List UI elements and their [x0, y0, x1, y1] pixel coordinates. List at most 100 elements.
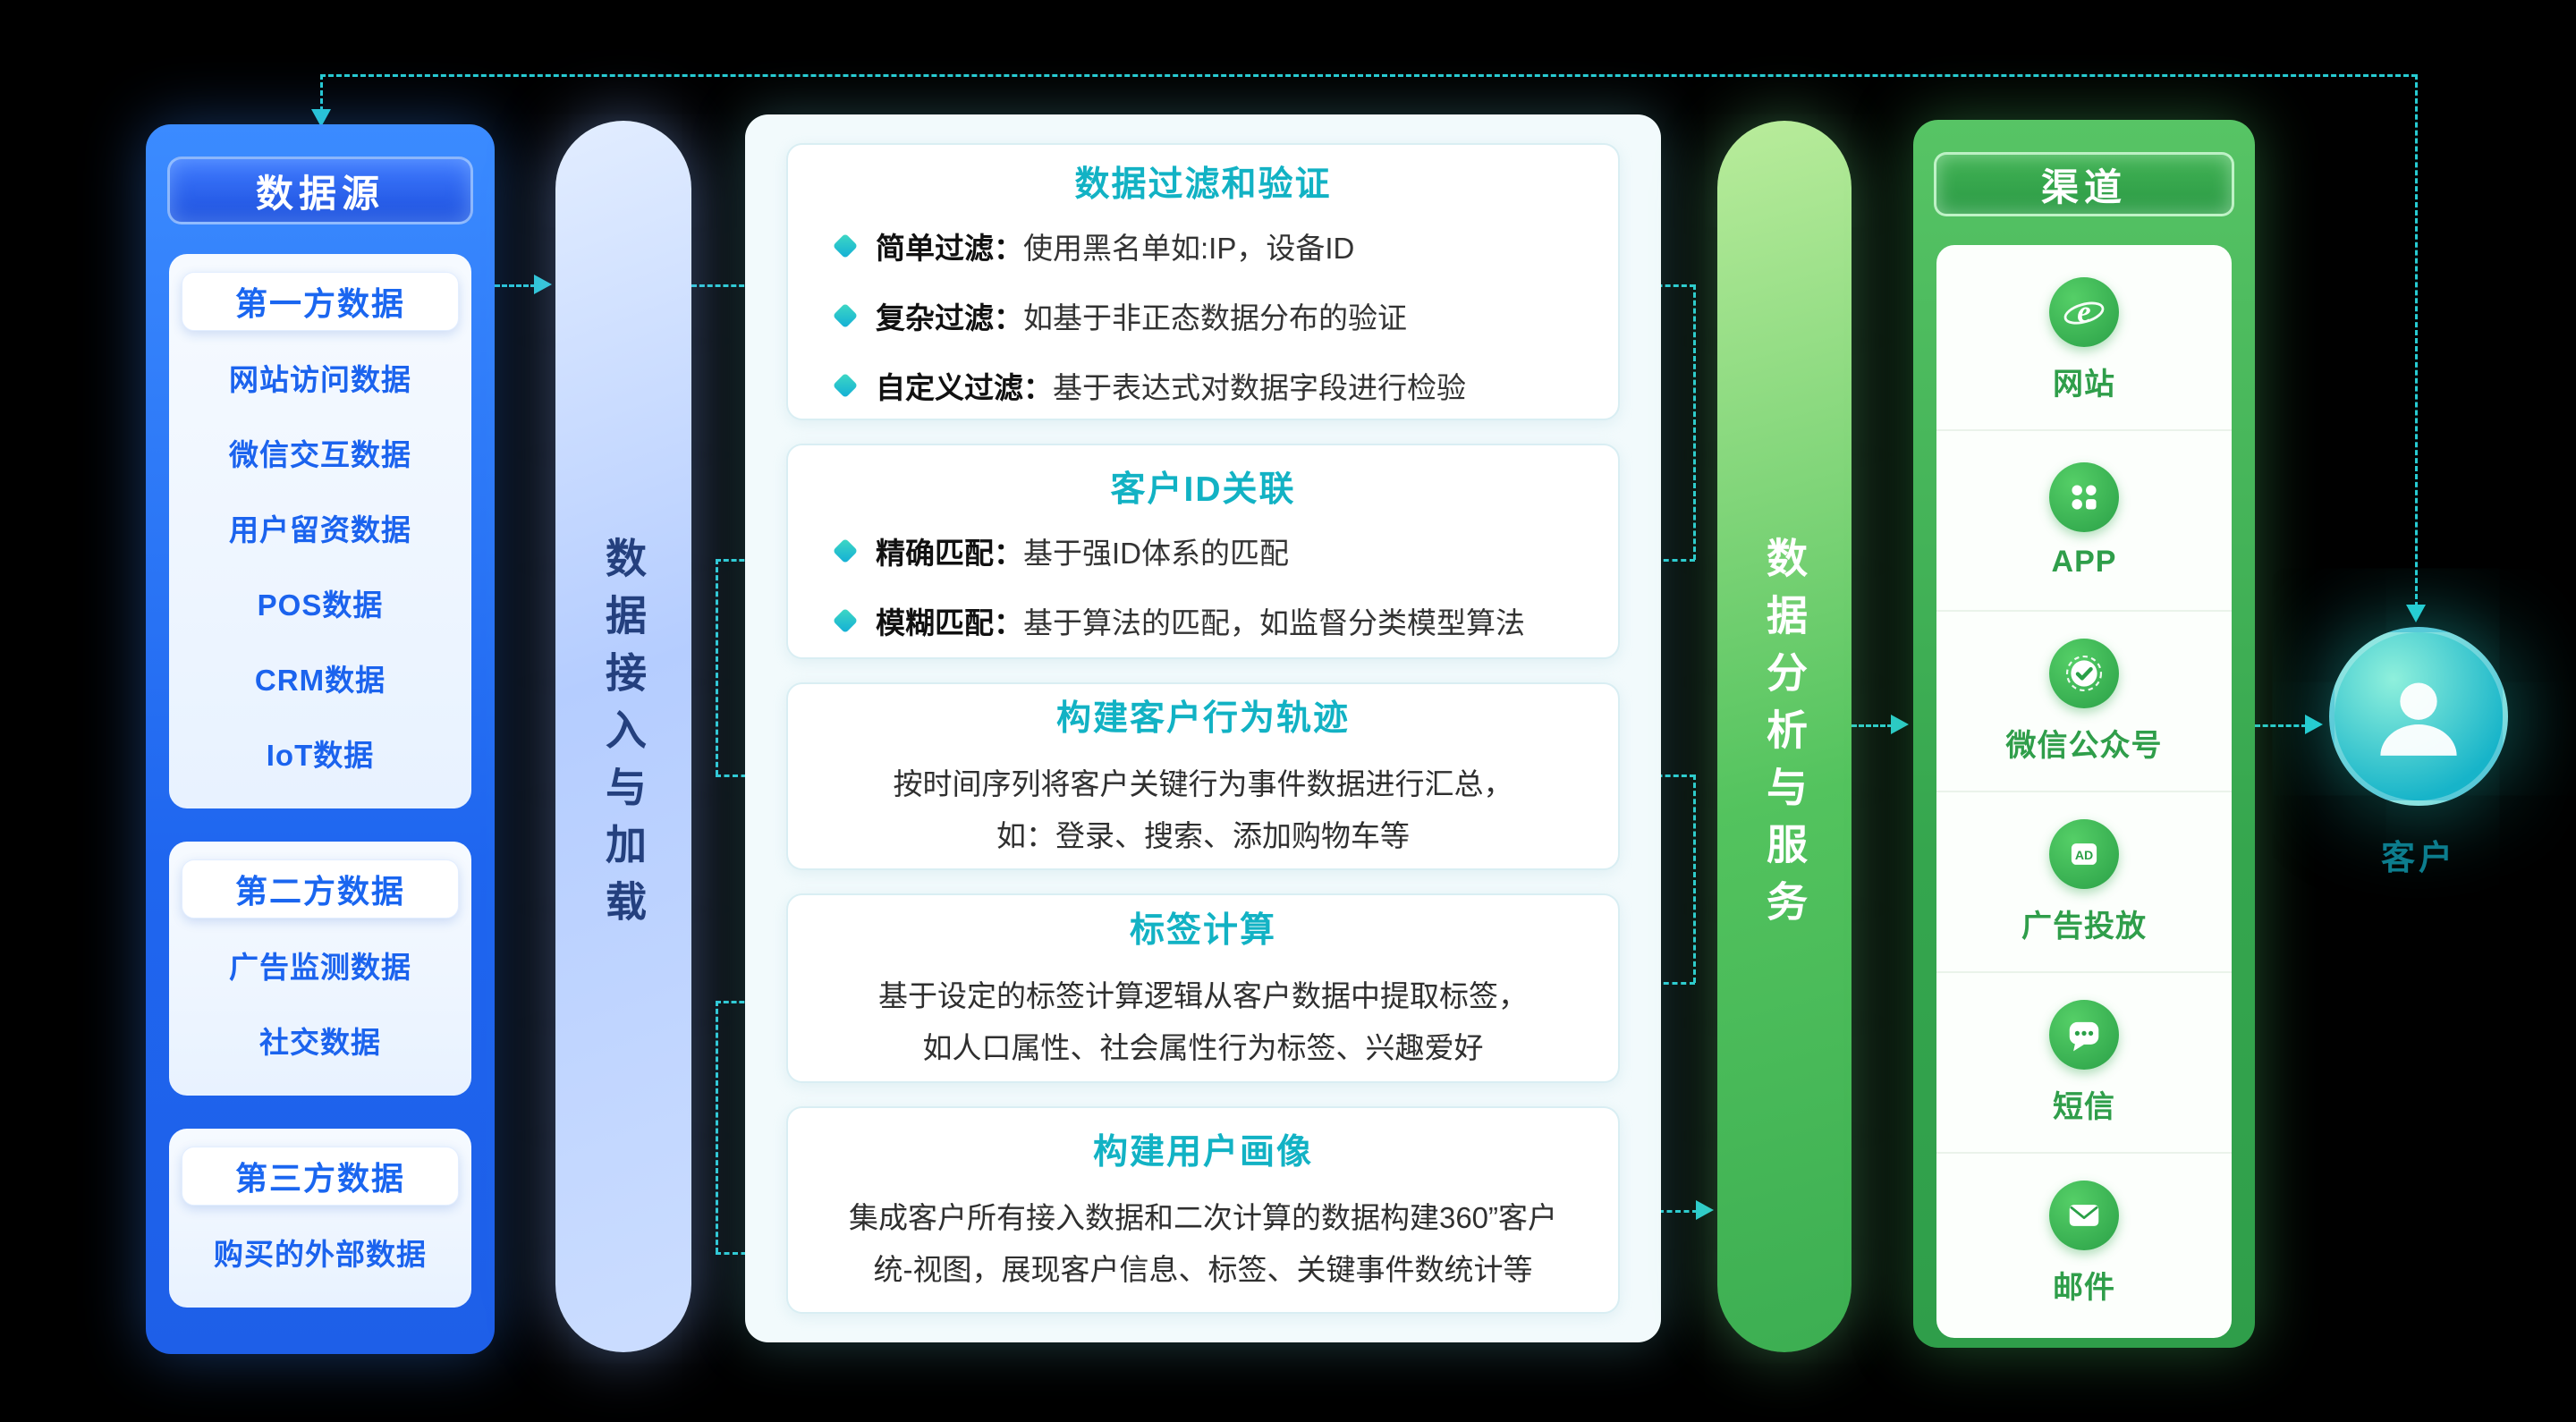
channel-item-ads: AD 广告投放	[1936, 792, 2232, 973]
bullet-label: 自定义过滤：	[876, 371, 1053, 404]
id-link-title: 客户ID关联	[1110, 470, 1296, 509]
flow-line-firstparty-to-ingest	[495, 284, 536, 287]
bullet-custom-filter: 自定义过滤： 基于表达式对数据字段进行检验	[832, 364, 1582, 407]
user-profile-line: 统-视图，展现客户信息、标签、关键事件数统计等	[873, 1253, 1533, 1286]
user-profile-title: 构建用户画像	[1092, 1133, 1313, 1172]
data-source-item: 社交数据	[259, 1026, 381, 1059]
flow-line-left-drop-2	[716, 1001, 718, 1253]
data-source-item: IoT数据	[266, 739, 375, 772]
flow-line-channels-to-customer	[2255, 724, 2307, 727]
behavior-track-line: 按时间序列将客户关键行为事件数据进行汇总，	[893, 767, 1513, 801]
email-icon	[2049, 1180, 2119, 1250]
bullet-fuzzy-match: 模糊匹配： 基于算法的匹配，如监督分类模型算法	[832, 599, 1582, 642]
arrowhead-into-customer-top	[2406, 605, 2426, 622]
data-source-item: 网站访问数据	[229, 363, 411, 396]
data-source-item: 购买的外部数据	[214, 1238, 427, 1271]
data-source-item: 广告监测数据	[229, 951, 411, 984]
arrowhead-into-customer	[2305, 715, 2323, 734]
app-grid-icon	[2049, 461, 2119, 532]
diamond-bullet-icon	[832, 233, 859, 259]
channel-item-email: 邮件	[1936, 1154, 2232, 1333]
second-party-section: 第二方数据 广告监测数据 社交数据	[169, 842, 471, 1096]
data-source-item: CRM数据	[254, 664, 386, 697]
flow-line-into-idlink	[1655, 559, 1695, 562]
customer-avatar	[2329, 627, 2508, 806]
first-party-title: 第一方数据	[182, 272, 459, 331]
flow-line-right-drop-1	[1693, 284, 1696, 560]
channel-label: APP	[2051, 544, 2117, 579]
user-profile-line: 集成客户所有接入数据和二次计算的数据构建360”客户	[848, 1201, 1558, 1235]
tag-compute-box: 标签计算 基于设定的标签计算逻辑从客户数据中提取标签， 如人口属性、社会属性行为…	[786, 893, 1620, 1083]
tag-compute-line: 如人口属性、社会属性行为标签、兴趣爱好	[922, 1031, 1484, 1064]
data-source-item: POS数据	[257, 588, 384, 622]
channel-label: 短信	[2053, 1089, 2115, 1124]
ingest-load-bar: 数据接入与加载	[555, 121, 691, 1352]
channel-label: 广告投放	[2021, 909, 2147, 944]
arrowhead-into-analysis-bar	[1696, 1200, 1714, 1220]
diamond-bullet-icon	[832, 372, 859, 399]
flow-line-analysis-to-channels	[1852, 724, 1893, 727]
analysis-service-bar: 数据分析与服务	[1717, 121, 1852, 1352]
flow-line-into-behavior	[716, 774, 755, 777]
tag-compute-line: 基于设定的标签计算逻辑从客户数据中提取标签，	[878, 979, 1528, 1013]
flow-line-top-right-drop	[2415, 74, 2418, 607]
bullet-text: 如基于非正态数据分布的验证	[1023, 301, 1407, 334]
bullet-text: 基于表达式对数据字段进行检验	[1053, 371, 1466, 404]
third-party-section: 第三方数据 购买的外部数据	[169, 1129, 471, 1308]
svg-text:AD: AD	[2075, 847, 2093, 861]
diamond-bullet-icon	[832, 607, 859, 633]
flow-line-into-profile	[716, 1252, 755, 1255]
data-sources-sections: 第一方数据 网站访问数据 微信交互数据 用户留资数据 POS数据 CRM数据 I…	[146, 224, 495, 1308]
first-party-section: 第一方数据 网站访问数据 微信交互数据 用户留资数据 POS数据 CRM数据 I…	[169, 254, 471, 808]
channel-label: 邮件	[2053, 1270, 2115, 1305]
diamond-bullet-icon	[832, 302, 859, 329]
channel-label: 微信公众号	[2005, 728, 2163, 763]
bullet-label: 精确匹配：	[876, 536, 1023, 570]
channel-item-website: e 网站	[1936, 250, 2232, 431]
ingest-load-label: 数据接入与加载	[600, 536, 647, 937]
user-profile-box: 构建用户画像 集成客户所有接入数据和二次计算的数据构建360”客户 统-视图，展…	[786, 1106, 1620, 1314]
flow-line-left-drop-1	[716, 559, 718, 775]
ad-icon: AD	[2049, 818, 2119, 889]
person-icon	[2380, 682, 2457, 756]
bullet-text: 使用黑名单如:IP，设备ID	[1023, 232, 1355, 265]
id-link-box: 客户ID关联 精确匹配： 基于强ID体系的匹配 模糊匹配： 基于算法的匹配，如监…	[786, 444, 1620, 659]
analysis-service-label: 数据分析与服务	[1761, 536, 1808, 937]
channel-item-wechat-official: 微信公众号	[1936, 612, 2232, 792]
channels-panel: 渠道 e 网站	[1913, 120, 2255, 1348]
data-sources-panel: 数据源 第一方数据 网站访问数据 微信交互数据 用户留资数据 POS数据 CRM…	[146, 124, 495, 1354]
third-party-title: 第三方数据	[182, 1147, 459, 1206]
channel-label: 网站	[2053, 367, 2115, 402]
tag-compute-title: 标签计算	[1129, 911, 1276, 951]
behavior-track-line: 如：登录、搜索、添加购物车等	[996, 819, 1410, 852]
channel-item-app: APP	[1936, 431, 2232, 612]
official-account-check-icon	[2049, 638, 2119, 708]
filter-validation-box: 数据过滤和验证 简单过滤： 使用黑名单如:IP，设备ID 复杂过滤： 如基于非正…	[786, 143, 1620, 420]
arrowhead-into-data-sources	[311, 109, 331, 127]
browser-icon: e	[2049, 276, 2119, 347]
arrowhead-into-ingest-bar	[534, 275, 552, 294]
bullet-simple-filter: 简单过滤： 使用黑名单如:IP，设备ID	[832, 224, 1582, 267]
bullet-complex-filter: 复杂过滤： 如基于非正态数据分布的验证	[832, 294, 1582, 337]
channel-item-sms: 短信	[1936, 973, 2232, 1154]
sms-icon	[2049, 999, 2119, 1070]
data-sources-title: 数据源	[167, 157, 473, 224]
bullet-text: 基于算法的匹配，如监督分类模型算法	[1023, 605, 1525, 639]
behavior-track-box: 构建客户行为轨迹 按时间序列将客户关键行为事件数据进行汇总， 如：登录、搜索、添…	[786, 682, 1620, 870]
channels-list: e 网站 APP	[1936, 245, 2232, 1338]
flow-line-right-drop-2	[1693, 774, 1696, 983]
behavior-track-title: 构建客户行为轨迹	[1055, 699, 1350, 739]
second-party-title: 第二方数据	[182, 859, 459, 918]
flow-line-top-left-drop	[320, 74, 323, 112]
filter-validation-title: 数据过滤和验证	[1074, 165, 1332, 204]
bullet-label: 简单过滤：	[876, 232, 1023, 265]
bullet-label: 复杂过滤：	[876, 301, 1023, 334]
flow-line-into-tags	[1655, 982, 1695, 985]
data-source-item: 微信交互数据	[229, 438, 411, 471]
data-source-item: 用户留资数据	[229, 513, 411, 546]
processing-panel: 数据过滤和验证 简单过滤： 使用黑名单如:IP，设备ID 复杂过滤： 如基于非正…	[745, 114, 1661, 1342]
flow-line-ingest-to-filter	[691, 284, 752, 287]
channels-title: 渠道	[1934, 152, 2234, 216]
bullet-exact-match: 精确匹配： 基于强ID体系的匹配	[832, 529, 1582, 572]
